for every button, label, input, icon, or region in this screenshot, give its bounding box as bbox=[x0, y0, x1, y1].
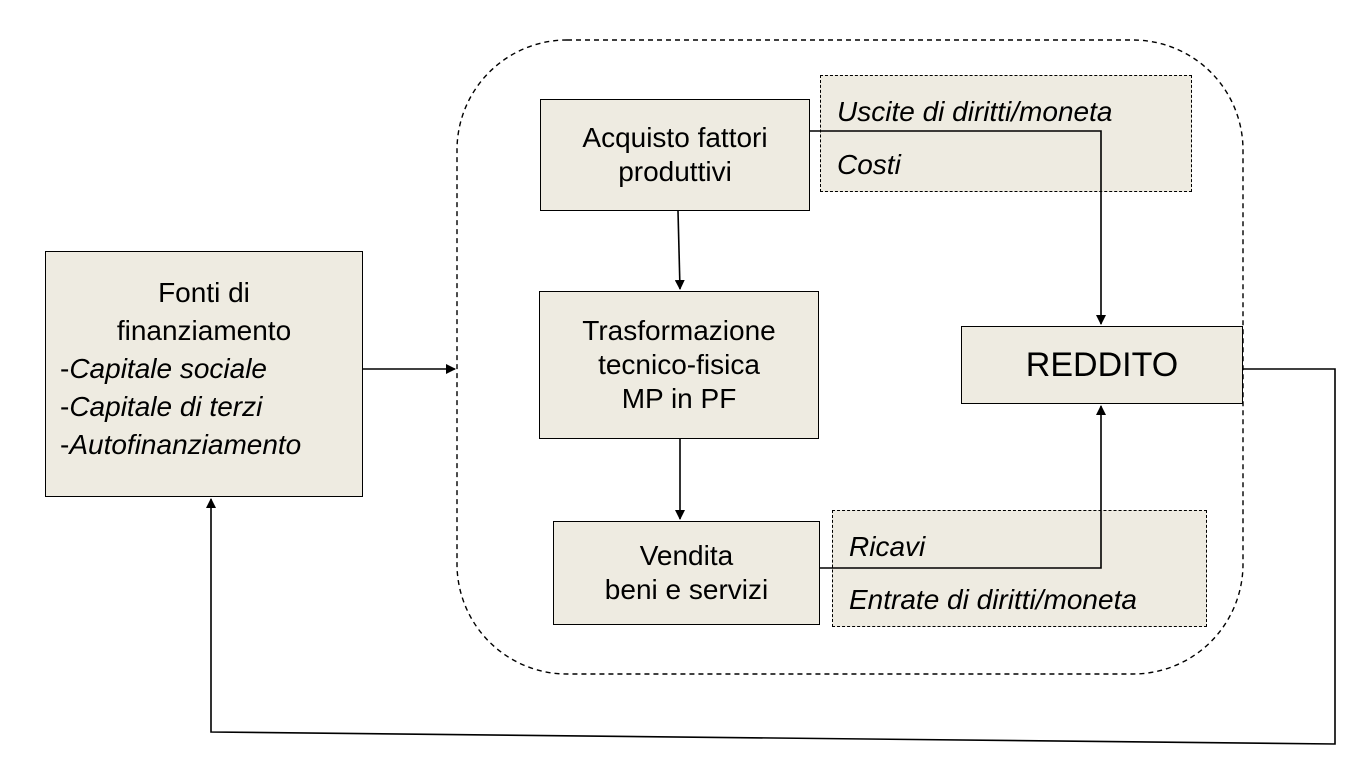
arrow-acquisto-to-trasformazione bbox=[674, 210, 685, 290]
acquisto-fattori-box: Acquisto fattori produttivi bbox=[540, 99, 810, 211]
vendita-line2: beni e servizi bbox=[604, 574, 769, 605]
fonti-item-capitale-sociale: -Capitale sociale bbox=[46, 350, 362, 388]
vendita-box: Vendita beni e servizi bbox=[553, 521, 820, 625]
fonti-item-prefix: - bbox=[60, 353, 70, 384]
arrow-costi-to-reddito bbox=[810, 130, 1106, 325]
acquisto-line2: produttivi bbox=[618, 156, 732, 187]
fonti-item-prefix: - bbox=[60, 429, 70, 460]
fonti-title-line2: finanziamento bbox=[116, 315, 292, 346]
fonti-title: Fonti di finanziamento bbox=[46, 274, 362, 350]
entrate-label: Entrate di diritti/moneta bbox=[849, 584, 1137, 615]
fonti-item-capitale-di-terzi: -Capitale di terzi bbox=[46, 388, 362, 426]
fonti-title-line1: Fonti di bbox=[158, 277, 250, 308]
vendita-line1: Vendita bbox=[639, 540, 734, 571]
costi-label: Costi bbox=[837, 149, 901, 180]
business-process-enclosure bbox=[456, 39, 1244, 675]
trasformazione-line3: MP in PF bbox=[621, 383, 737, 414]
ricavi-label: Ricavi bbox=[849, 531, 926, 562]
arrow-ricavi-to-reddito bbox=[820, 405, 1106, 569]
fonti-item-prefix: - bbox=[60, 391, 70, 422]
fonti-di-finanziamento-box: Fonti di finanziamento -Capitale sociale… bbox=[45, 251, 363, 497]
acquisto-line1: Acquisto fattori bbox=[582, 122, 768, 153]
fonti-item-autofinanziamento: -Autofinanziamento bbox=[46, 426, 362, 464]
arrow-reddito-to-fonti-feedback bbox=[206, 368, 1336, 745]
reddito-label: REDDITO bbox=[1025, 346, 1179, 384]
trasformazione-box: Trasformazione tecnico-fisica MP in PF bbox=[539, 291, 819, 439]
fonti-item-label: Capitale sociale bbox=[69, 353, 267, 384]
uscite-label: Uscite di diritti/moneta bbox=[837, 96, 1113, 127]
trasformazione-line2: tecnico-fisica bbox=[598, 349, 760, 380]
reddito-box: REDDITO bbox=[961, 326, 1243, 404]
fonti-item-label: Autofinanziamento bbox=[69, 429, 302, 460]
trasformazione-line1: Trasformazione bbox=[582, 315, 776, 346]
uscite-costi-box: Uscite di diritti/moneta Costi bbox=[820, 75, 1192, 192]
fonti-item-label: Capitale di terzi bbox=[69, 391, 263, 422]
